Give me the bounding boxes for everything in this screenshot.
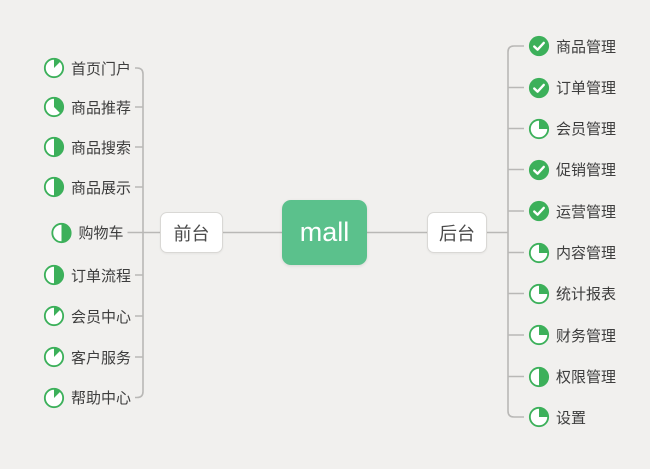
topic-label: 促销管理 xyxy=(556,162,617,179)
pie-progress-icon xyxy=(528,118,550,140)
topic-label: 客户服务 xyxy=(70,349,132,367)
branch-label: 前台 xyxy=(173,223,210,244)
topic-label: 权限管理 xyxy=(556,369,617,386)
mindmap-topic[interactable]: 会员管理 xyxy=(528,118,616,140)
pie-progress-icon xyxy=(43,387,65,409)
check-circle-icon xyxy=(528,77,550,99)
pie-progress-icon xyxy=(43,96,65,118)
topic-label: 财务管理 xyxy=(556,327,617,345)
mindmap-topic[interactable]: 促销管理 xyxy=(528,159,616,181)
topic-label: 商品搜索 xyxy=(70,139,132,157)
pie-progress-icon xyxy=(43,264,65,286)
pie-progress-icon xyxy=(50,222,72,244)
pie-progress-icon xyxy=(43,136,65,158)
pie-progress-icon xyxy=(43,176,65,198)
check-circle-icon xyxy=(528,200,550,222)
mindmap-topic[interactable]: 商品推荐 xyxy=(43,96,131,118)
mindmap-topic[interactable]: 内容管理 xyxy=(528,242,616,264)
pie-progress-icon xyxy=(43,57,65,79)
topic-label: 购物车 xyxy=(78,225,124,242)
mindmap-topic[interactable]: 订单管理 xyxy=(528,77,616,99)
check-circle-icon xyxy=(528,35,550,57)
mindmap-topic[interactable]: 订单流程 xyxy=(43,264,131,286)
topic-label: 统计报表 xyxy=(556,286,617,303)
topic-label: 商品推荐 xyxy=(70,99,132,117)
root-label: mall xyxy=(299,217,350,247)
topic-label: 会员管理 xyxy=(556,121,617,138)
mindmap-topic[interactable]: 会员中心 xyxy=(43,305,131,327)
branch-node-frontend[interactable]: 前台 xyxy=(160,212,223,253)
mindmap-topic[interactable]: 商品展示 xyxy=(43,176,131,198)
check-circle-icon xyxy=(528,159,550,181)
pie-progress-icon xyxy=(528,283,550,305)
topic-label: 设置 xyxy=(556,409,587,427)
topic-label: 订单管理 xyxy=(556,80,617,97)
topic-label: 商品管理 xyxy=(556,38,617,56)
mindmap-topic[interactable]: 设置 xyxy=(528,406,586,428)
mindmap-topic[interactable]: 首页门户 xyxy=(43,57,131,79)
mindmap-topic[interactable]: 统计报表 xyxy=(528,283,616,305)
topic-label: 商品展示 xyxy=(70,179,132,197)
mindmap-topic[interactable]: 客户服务 xyxy=(43,346,131,368)
branch-node-backend[interactable]: 后台 xyxy=(427,212,487,253)
topic-label: 内容管理 xyxy=(556,245,617,262)
pie-progress-icon xyxy=(43,346,65,368)
mindmap-topic[interactable]: 商品管理 xyxy=(528,35,616,57)
mindmap-topic[interactable]: 权限管理 xyxy=(528,366,616,388)
pie-progress-icon xyxy=(528,324,550,346)
topic-label: 运营管理 xyxy=(556,203,617,221)
mindmap-topic[interactable]: 购物车 xyxy=(50,222,124,244)
topic-label: 首页门户 xyxy=(70,60,132,78)
topic-label: 订单流程 xyxy=(70,267,132,285)
pie-progress-icon xyxy=(43,305,65,327)
mindmap-topic[interactable]: 商品搜索 xyxy=(43,136,131,158)
mindmap-topic[interactable]: 财务管理 xyxy=(528,324,616,346)
branch-label: 后台 xyxy=(439,223,475,244)
pie-progress-icon xyxy=(528,242,550,264)
topic-label: 帮助中心 xyxy=(70,390,132,407)
pie-progress-icon xyxy=(528,366,550,388)
root-node-mall[interactable]: mall xyxy=(282,200,367,265)
topic-label: 会员中心 xyxy=(70,308,132,326)
mindmap-topic[interactable]: 帮助中心 xyxy=(43,387,131,409)
mindmap-topic[interactable]: 运营管理 xyxy=(528,200,616,222)
pie-progress-icon xyxy=(528,406,550,428)
